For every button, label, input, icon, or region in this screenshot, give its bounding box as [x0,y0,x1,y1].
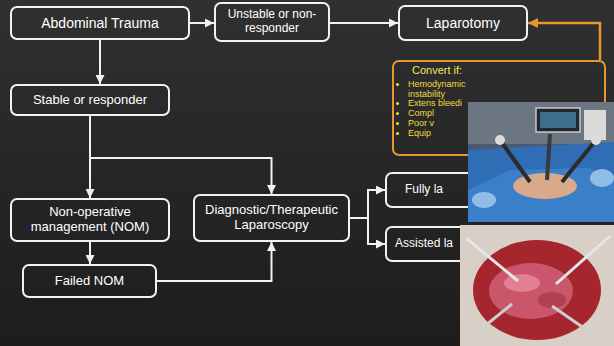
box-label: Failed NOM [32,274,147,289]
start-box: Abdominal Trauma [10,6,190,40]
photo-ground [468,102,614,222]
organ-highlight [504,274,540,292]
condition-item: Poor v [408,119,466,129]
trocar [547,134,550,180]
process-box: Unstable or non-responder [214,2,330,42]
trocar-cap [495,135,505,145]
process-box: Laparotomy [398,5,528,41]
flow-arrow [528,23,600,60]
box-label: Non-operative management (NOM) [20,205,160,235]
trocar-cap [591,135,601,145]
box-label: Abdominal Trauma [20,15,180,31]
flow-arrow [90,116,272,194]
box-label: Diagnostic/Therapeutic Laparoscopy [203,203,340,233]
organ-lobe [538,292,566,308]
flow-arrow [350,218,385,244]
open-surgery-photo [460,225,614,346]
blue-drape [468,142,614,222]
condition-item: Equip [408,129,466,139]
flow-arrow [157,242,272,281]
instrument [552,306,604,342]
condition-list: Hemodynamic instabilityExtens bleediComp… [398,80,466,139]
flow-arrow [89,242,91,264]
instrument [470,304,512,338]
process-box: Non-operative management (NOM) [10,198,170,242]
condition-item: Hemodynamic instability [408,80,466,100]
box-label: Unstable or non-responder [224,8,320,36]
monitor-screen [540,112,576,128]
blue-drape-fold [468,168,614,222]
callout-heading: Convert if: [398,64,600,77]
equipment-wall [468,102,614,144]
trocar [500,140,530,182]
instrument [466,238,518,281]
process-box: Failed NOM [22,264,157,298]
box-label: Stable or responder [20,93,160,108]
instrument [556,236,610,284]
monitor [536,108,580,132]
process-box: Diagnostic/Therapeutic Laparoscopy [193,194,350,242]
flow-arrow [190,22,214,24]
laparoscopy-photo [468,102,614,222]
flow-arrow [99,40,101,84]
process-box: Stable or responder [10,84,170,116]
condition-item: Compl [408,109,466,119]
glove [590,169,614,187]
flow-arrow [350,190,385,218]
photo-ground [460,225,614,346]
glove [472,192,496,208]
condition-item: Extens bleedi [408,99,466,109]
flow-arrow [330,22,398,24]
box-label: Laparotomy [408,15,518,31]
